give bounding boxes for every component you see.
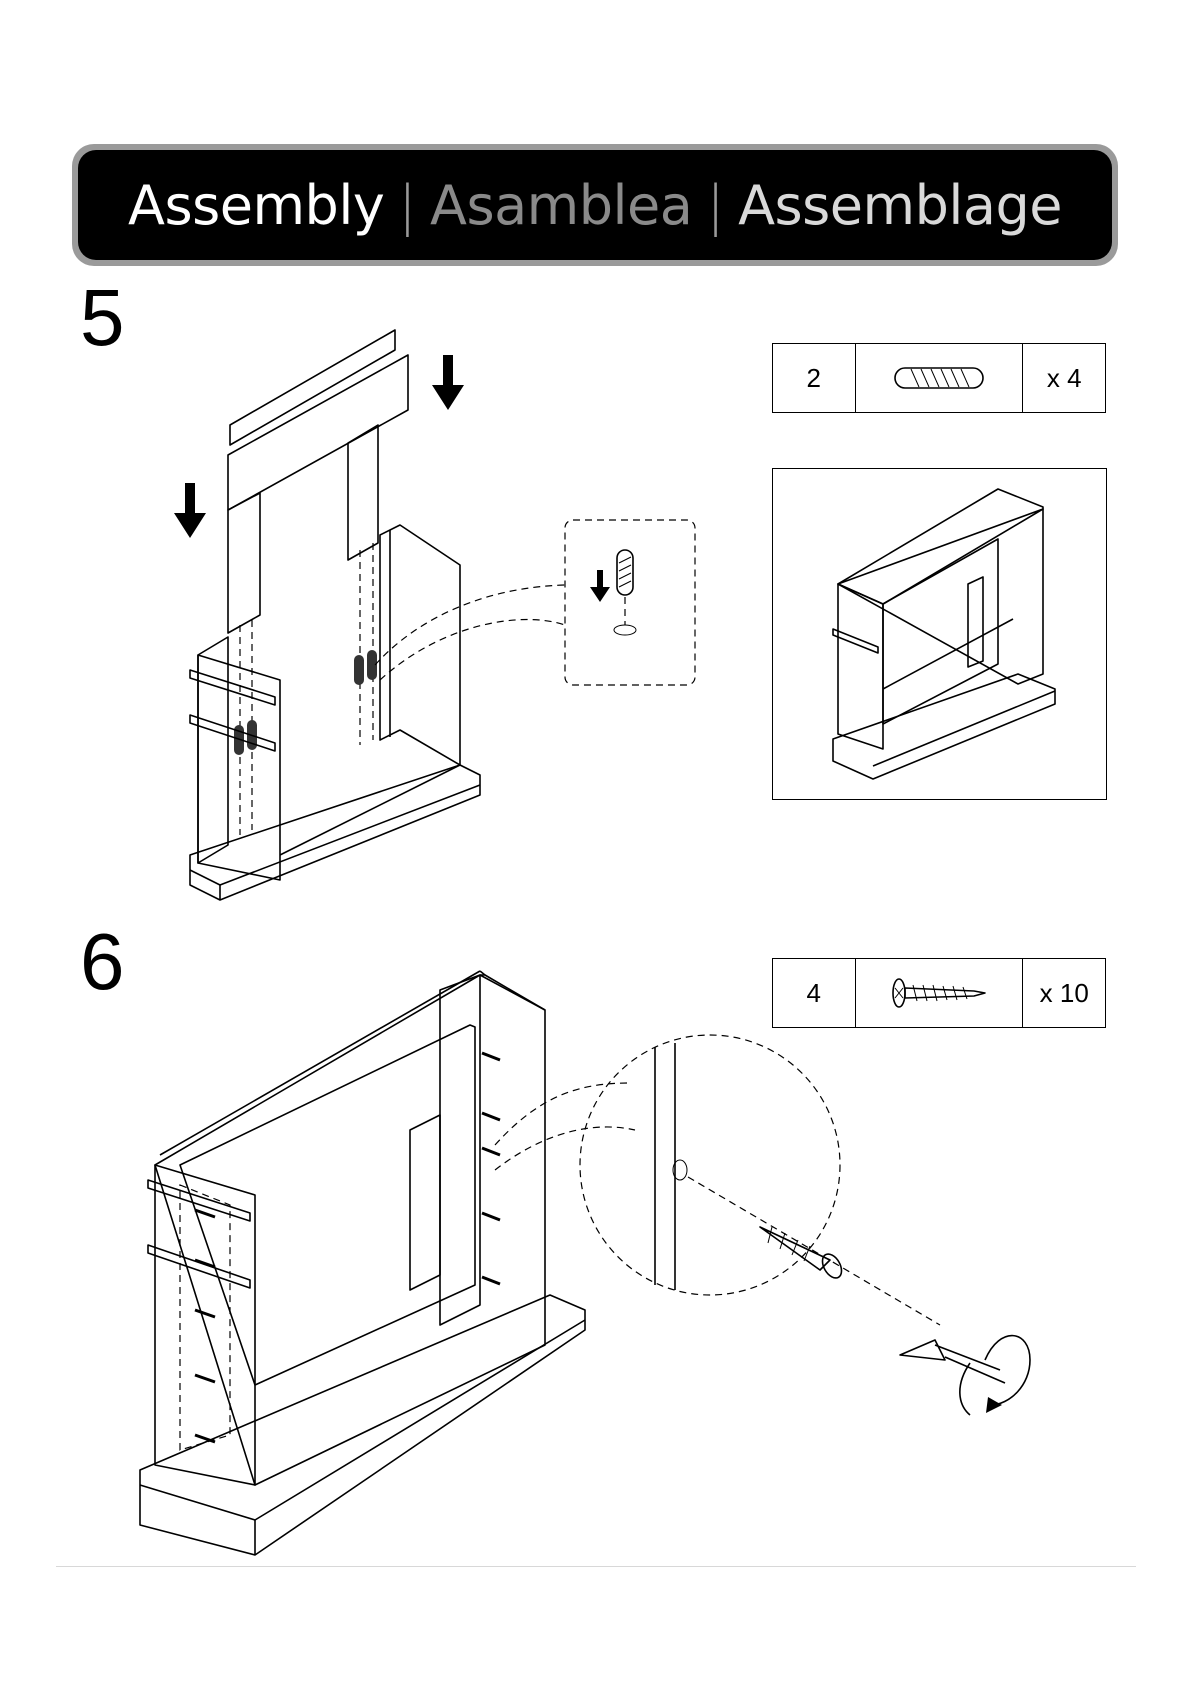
step-5-diagram	[160, 325, 720, 925]
header-banner: Assembly | Asamblea | Assemblage	[72, 144, 1118, 266]
part-quantity: x 4	[1023, 344, 1105, 412]
dowel-icon	[856, 344, 1024, 412]
screw-icon	[760, 1227, 845, 1281]
title-spanish: Asamblea	[430, 174, 692, 237]
step-5-number: 5	[80, 278, 125, 358]
step-5-parts-box: 2 x 4	[772, 343, 1106, 413]
screwdriver-icon	[900, 1336, 1030, 1415]
title-french: Assemblage	[738, 174, 1062, 237]
down-arrow-icon	[432, 355, 464, 410]
title-separator: |	[706, 174, 724, 237]
dowel-icon	[617, 550, 633, 595]
title-english: Assembly	[128, 174, 384, 237]
down-arrow-icon	[174, 483, 206, 538]
down-arrow-icon	[590, 570, 610, 602]
step-5-result-preview	[772, 468, 1107, 800]
step-6-number: 6	[80, 922, 125, 1002]
part-id: 2	[773, 344, 856, 412]
step-6-diagram	[140, 965, 1040, 1565]
header-title: Assembly | Asamblea | Assemblage	[78, 150, 1112, 260]
footer-divider	[56, 1566, 1136, 1567]
title-separator: |	[398, 174, 416, 237]
